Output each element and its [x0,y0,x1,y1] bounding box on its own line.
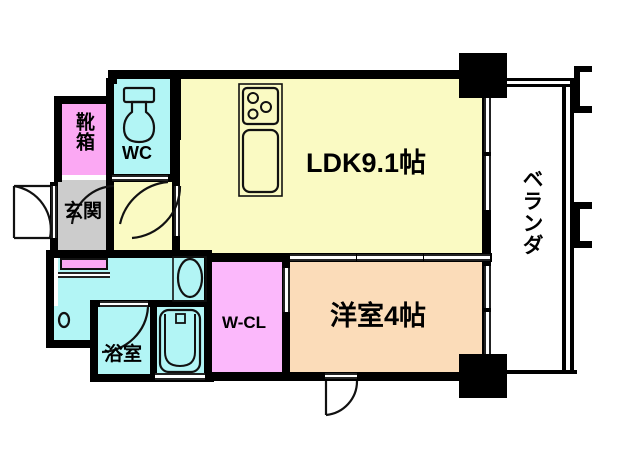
wc-door-sash[interactable] [112,175,168,181]
balcony-rail-top [503,78,577,81]
room-wc [112,78,172,178]
wall-left-upper [108,70,117,84]
room-balcony [495,70,575,380]
bath-window-sash [155,373,205,380]
wall-shoebox-top [54,96,114,104]
room-bedroom [288,262,482,377]
washer-pan-sash [58,272,110,278]
entrance-swing-door [12,184,52,240]
balcony-bracket-br [574,202,592,209]
wall-bath-partition [150,306,157,376]
balcony-rail-right [570,78,574,374]
pillar-top-right [459,53,507,98]
room-closet [212,262,284,377]
sliding-partition-1[interactable] [290,254,356,261]
balcony-bracket-tr [574,66,592,72]
bedroom-swing-door [324,380,359,417]
wall-closet-right [282,258,290,378]
label-balcony: ベランダ [520,168,544,256]
balcony-bracket-tr2 [574,66,580,112]
room-shoebox [62,103,108,175]
label-bath: 浴室 [104,344,143,365]
entrance-door-sash[interactable] [51,186,57,238]
label-ldk: LDK9.1帖 [306,148,427,178]
wall-shoebox-wc [106,78,114,182]
balcony-rail-top2 [503,84,577,87]
balcony-bracket-br2 [574,202,580,248]
balcony-rail-right2 [562,84,566,370]
wall-shoebox-left [54,96,62,182]
label-closet: W-CL [222,313,267,332]
sliding-partition-2[interactable] [357,254,423,261]
wall-bath-left [90,300,98,382]
label-wc: WC [122,143,152,163]
wall-bath-top [90,300,208,307]
label-bedroom: 洋室4帖 [330,301,427,331]
washer-pan [60,258,108,270]
balcony-rail-bottom [503,370,577,374]
wall-entrance-right [106,182,114,258]
room-washroom-alcove [52,306,92,344]
room-hall [110,180,180,250]
window-bedroom-balcony-1[interactable] [484,266,491,308]
window-ldk-balcony-1[interactable] [484,98,491,152]
balcony-bracket-br3 [574,241,592,248]
wall-ldk-top [108,70,460,79]
bedroom-door-sash[interactable] [325,373,357,379]
wall-washroom-right [204,250,212,382]
sliding-partition-3[interactable] [424,254,490,261]
pillar-bottom-right [459,354,507,398]
window-bedroom-balcony-2[interactable] [484,312,491,354]
room-ldk [160,78,482,258]
label-entrance: 玄関 [64,201,103,222]
bath-door-sash[interactable] [100,301,148,307]
wall-alcove-bottom [46,340,98,348]
hall-door-sash[interactable] [174,186,180,236]
wall-washroom-left [46,250,54,346]
label-shoebox: 靴箱 [72,112,94,152]
wall-washroom-top [46,250,212,258]
wall-bath-bottom [90,374,214,382]
window-ldk-balcony-2[interactable] [484,156,491,210]
wall-kitchen-stub [172,78,181,140]
closet-door[interactable] [283,268,290,312]
balcony-bracket-tr3 [574,106,592,113]
wall-hall-ldkside [160,174,180,182]
